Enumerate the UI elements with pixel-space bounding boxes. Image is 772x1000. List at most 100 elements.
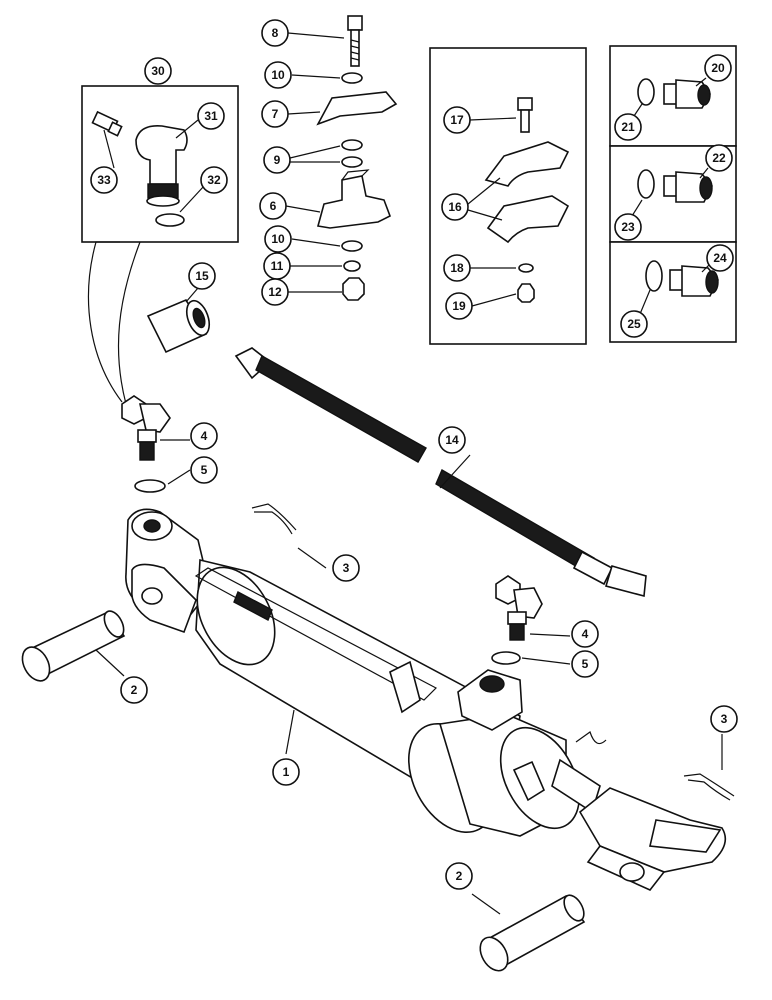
nut-12	[342, 277, 365, 301]
o-ring-32	[155, 213, 185, 227]
callout-5-right: 5	[571, 650, 599, 678]
clamp-base-6	[316, 169, 392, 229]
callout-10-lower: 10	[264, 225, 292, 253]
svg-text:33: 33	[97, 173, 111, 187]
callout-31: 31	[197, 102, 225, 130]
svg-text:14: 14	[445, 433, 459, 447]
callout-24: 24	[706, 244, 734, 272]
inset-30-pointer	[87, 241, 123, 403]
washer-9a	[341, 139, 363, 151]
svg-text:3: 3	[721, 712, 728, 726]
washer-18	[518, 263, 534, 273]
hitch-pin-3-top	[251, 503, 297, 535]
svg-text:22: 22	[712, 151, 726, 165]
callout-7: 7	[261, 100, 289, 128]
svg-text:4: 4	[201, 429, 208, 443]
callout-3-right: 3	[710, 705, 738, 733]
callout-17: 17	[443, 106, 471, 134]
callout-9: 9	[263, 146, 291, 174]
svg-text:20: 20	[711, 61, 725, 75]
callout-3-top: 3	[332, 554, 360, 582]
svg-text:2: 2	[456, 869, 463, 883]
callout-16: 16	[441, 193, 469, 221]
washer-9b	[341, 156, 363, 168]
callout-30: 30	[144, 57, 172, 85]
callout-33: 33	[90, 166, 118, 194]
svg-text:24: 24	[713, 251, 727, 265]
clamp-top-7	[316, 91, 398, 126]
callout-2-bottom: 2	[445, 862, 473, 890]
callout-15: 15	[188, 262, 216, 290]
svg-text:6: 6	[270, 199, 277, 213]
elbow-fitting-4-left	[121, 395, 171, 461]
clamp-16-upper	[484, 141, 570, 187]
o-ring-5-right	[491, 651, 521, 665]
svg-text:11: 11	[271, 259, 284, 273]
elbow-fitting-4-right	[495, 575, 543, 641]
hydraulic-cylinder-1	[125, 508, 727, 891]
svg-text:1: 1	[283, 765, 290, 779]
svg-text:18: 18	[450, 261, 464, 275]
clevis-pin-2-left	[21, 610, 126, 682]
o-ring-25	[645, 260, 663, 292]
svg-text:21: 21	[621, 120, 635, 134]
adapter-20	[663, 79, 711, 109]
callout-2-left: 2	[120, 676, 148, 704]
callout-18: 18	[443, 254, 471, 282]
lock-washer-11	[343, 260, 361, 272]
callout-20: 20	[704, 54, 732, 82]
svg-text:25: 25	[627, 317, 641, 331]
callout-12: 12	[261, 278, 289, 306]
callout-19: 19	[445, 292, 473, 320]
hose-14	[234, 347, 647, 598]
callout-4-left: 4	[190, 422, 218, 450]
washer-10-top	[341, 72, 363, 84]
bolt-8	[347, 15, 363, 67]
callout-21: 21	[614, 113, 642, 141]
svg-text:19: 19	[452, 299, 466, 313]
callout-6: 6	[259, 192, 287, 220]
svg-text:4: 4	[582, 627, 589, 641]
svg-text:8: 8	[272, 26, 279, 40]
callout-8: 8	[261, 19, 289, 47]
svg-text:7: 7	[272, 107, 279, 121]
callout-4-right: 4	[571, 620, 599, 648]
svg-text:12: 12	[268, 285, 282, 299]
svg-text:32: 32	[207, 173, 221, 187]
svg-text:30: 30	[151, 64, 165, 78]
coupler-15	[146, 298, 211, 354]
nut-19	[517, 283, 535, 303]
o-ring-23	[637, 169, 655, 199]
adapter-33	[91, 110, 123, 137]
elbow-fitting-31	[135, 124, 188, 207]
svg-text:17: 17	[450, 113, 464, 127]
callout-32: 32	[200, 166, 228, 194]
svg-text:16: 16	[448, 200, 462, 214]
svg-text:31: 31	[204, 109, 218, 123]
clamp-16-lower	[486, 195, 570, 244]
adapter-22	[663, 171, 713, 203]
leader-lines	[95, 32, 723, 915]
callout-25: 25	[620, 310, 648, 338]
hitch-pin-3-right	[683, 773, 735, 801]
svg-text:10: 10	[271, 232, 285, 246]
clevis-pin-2-bottom	[479, 894, 586, 972]
svg-text:23: 23	[621, 220, 635, 234]
svg-text:5: 5	[582, 657, 589, 671]
callout-22: 22	[705, 144, 733, 172]
o-ring-5-left	[134, 479, 166, 493]
svg-text:10: 10	[271, 68, 285, 82]
svg-text:15: 15	[195, 269, 209, 283]
svg-text:5: 5	[201, 463, 208, 477]
adapter-24	[669, 265, 719, 297]
o-ring-21	[637, 78, 655, 106]
callout-1: 1	[272, 758, 300, 786]
callout-23: 23	[614, 213, 642, 241]
callout-10-top: 10	[264, 61, 292, 89]
bolt-17	[517, 97, 533, 133]
svg-text:2: 2	[131, 683, 138, 697]
washer-10-lower	[341, 240, 363, 252]
callout-11: 11	[263, 252, 291, 280]
svg-text:9: 9	[274, 153, 281, 167]
